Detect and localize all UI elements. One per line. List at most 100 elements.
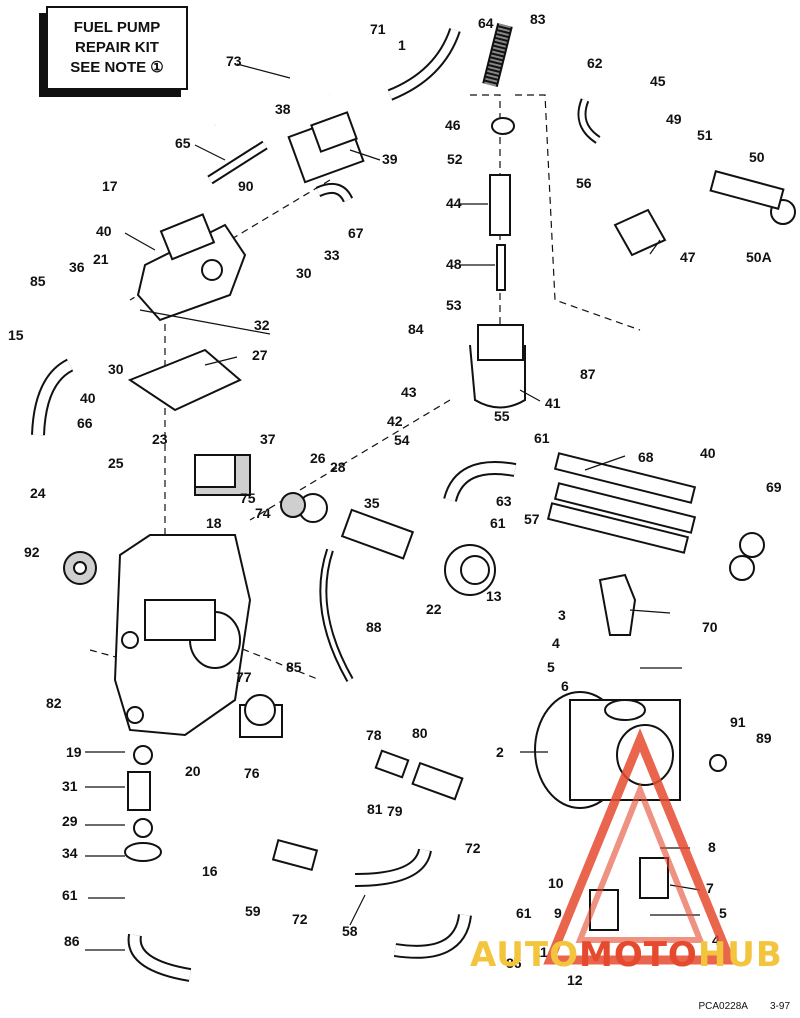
separator-hole xyxy=(121,631,139,649)
part-number-label: 12 xyxy=(567,972,583,988)
ring-70 xyxy=(729,555,755,581)
ring xyxy=(133,818,153,838)
leader xyxy=(349,894,366,926)
part-number-label: 44 xyxy=(446,195,462,211)
part-number-label: 40 xyxy=(96,223,112,239)
part-number-label: 39 xyxy=(382,151,398,167)
part-number-label: 30 xyxy=(296,265,312,281)
bracket-37-face xyxy=(194,454,236,488)
part-number-label: 54 xyxy=(394,432,410,448)
part-number-label: 61 xyxy=(516,905,532,921)
part-number-label: 40 xyxy=(700,445,716,461)
part-number-label: 65 xyxy=(175,135,191,151)
part-number-label: 76 xyxy=(244,765,260,781)
part-number-label: 49 xyxy=(666,111,682,127)
ring xyxy=(133,745,153,765)
cooler-tube xyxy=(553,452,697,504)
part-number-label: 51 xyxy=(697,127,713,143)
part-number-label: 64 xyxy=(478,15,494,31)
part-number-label: 50 xyxy=(749,149,765,165)
part-number-label: 88 xyxy=(366,619,382,635)
part-number-label: 43 xyxy=(401,384,417,400)
part-number-label: 17 xyxy=(102,178,118,194)
part-number-label: 61 xyxy=(62,887,78,903)
part-number-label: 89 xyxy=(756,730,772,746)
part-number-label: 80 xyxy=(412,725,428,741)
leader xyxy=(204,356,238,366)
part-number-label: 59 xyxy=(245,903,261,919)
part-number-label: 61 xyxy=(490,515,506,531)
part-number-label: 2 xyxy=(496,744,504,760)
part-number-label: 38 xyxy=(275,101,291,117)
pump-housing-2-top xyxy=(604,699,646,721)
part-number-label: 9 xyxy=(554,905,562,921)
part-number-label: 26 xyxy=(310,450,326,466)
part-number-label: 81 xyxy=(367,801,383,817)
alignment-line xyxy=(515,94,641,331)
leader xyxy=(584,455,626,471)
part-number-label: 75 xyxy=(240,490,256,506)
part-number-label: 57 xyxy=(524,511,540,527)
watermark-word: HUB xyxy=(697,935,783,975)
part-number-label: 82 xyxy=(46,695,62,711)
leader xyxy=(629,609,671,614)
cooler-tube xyxy=(546,502,690,554)
part-number-label: 74 xyxy=(255,505,271,521)
part-number-label: 36 xyxy=(69,259,85,275)
part-number-label: 69 xyxy=(766,479,782,495)
part-number-label: 15 xyxy=(8,327,24,343)
part-number-label: 85 xyxy=(30,273,46,289)
part-number-label: 78 xyxy=(366,727,382,743)
part-number-label: 53 xyxy=(446,297,462,313)
separator-valve-block xyxy=(159,213,216,261)
leader xyxy=(124,232,156,251)
leader xyxy=(236,63,291,79)
part-number-label: 55 xyxy=(494,408,510,424)
leader xyxy=(349,149,381,161)
part-number-label: 52 xyxy=(447,151,463,167)
separator-port xyxy=(201,259,223,281)
part-number-label: 84 xyxy=(408,321,424,337)
part-number-label: 79 xyxy=(387,803,403,819)
watermark-text: AUTOMOTOHUB xyxy=(470,935,783,975)
part-number-label: 83 xyxy=(530,11,546,27)
separator-cylinder xyxy=(144,599,216,641)
part-number-label: 28 xyxy=(330,459,346,475)
figure-code-id: PCA0228A xyxy=(698,1001,748,1012)
part-number-label: 58 xyxy=(342,923,358,939)
part-number-label: 91 xyxy=(730,714,746,730)
pump-head xyxy=(477,324,524,361)
part-number-label: 50A xyxy=(746,249,772,265)
part-number-label: 7 xyxy=(706,880,714,896)
part-number-label: 86 xyxy=(506,955,522,971)
part-number-label: 6 xyxy=(561,678,569,694)
part-number-label: 34 xyxy=(62,845,78,861)
part-number-label: 48 xyxy=(446,256,462,272)
part-number-label: 8 xyxy=(708,839,716,855)
part-number-label: 30 xyxy=(108,361,124,377)
part-number-label: 4 xyxy=(552,635,560,651)
part-number-label: 61 xyxy=(534,430,550,446)
part-number-label: 77 xyxy=(236,669,252,685)
part-number-label: 56 xyxy=(576,175,592,191)
part-number-label: 66 xyxy=(77,415,93,431)
part-number-label: 23 xyxy=(152,431,168,447)
watermark-word: AUTO xyxy=(470,935,579,975)
leader xyxy=(194,144,226,161)
part-number-label: 33 xyxy=(324,247,340,263)
cap-46 xyxy=(491,117,515,135)
part-number-label: 10 xyxy=(548,875,564,891)
part-number-label: 18 xyxy=(206,515,222,531)
leader xyxy=(649,239,661,255)
part-number-label: 35 xyxy=(364,495,380,511)
part-number-label: 1 xyxy=(398,37,406,53)
hose-64 xyxy=(482,23,513,87)
part-number-label: 72 xyxy=(292,911,308,927)
connector-80 xyxy=(374,749,410,779)
part-number-label: 42 xyxy=(387,413,403,429)
fitting-31 xyxy=(127,771,151,811)
watermark-word: MOTO xyxy=(578,935,698,975)
part-number-label: 73 xyxy=(226,53,242,69)
